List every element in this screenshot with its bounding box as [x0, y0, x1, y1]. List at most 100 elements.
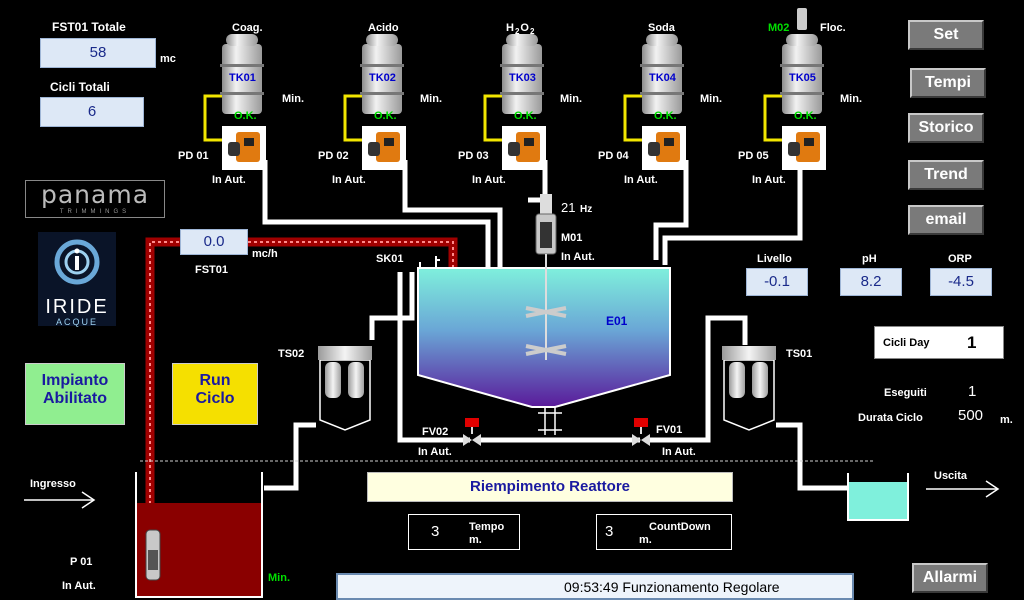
cycle-duration-value: 500	[958, 407, 984, 424]
tank4-id[interactable]: TK04	[649, 72, 676, 84]
pump3-label[interactable]: PD 03	[458, 150, 489, 162]
valve-fv01-label[interactable]: FV01	[656, 424, 683, 436]
sensor-level-label: Livello	[757, 253, 792, 265]
reactor-support	[538, 407, 562, 435]
mixer-freq-unit: Hz	[580, 204, 593, 215]
pump3-mode: In Aut.	[472, 174, 506, 186]
pump1-mode: In Aut.	[212, 174, 246, 186]
pump2-label[interactable]: PD 02	[318, 150, 349, 162]
cycles-total-value: 6	[40, 97, 144, 127]
countdown-label: CountDown	[649, 521, 711, 533]
reactor-id[interactable]: E01	[606, 314, 628, 328]
tank1-ok: O.K.	[234, 110, 257, 122]
fst01-total-unit: mc	[160, 53, 176, 65]
cycles-day-label: Cicli Day	[883, 337, 930, 349]
uscita-label: Uscita	[934, 470, 968, 482]
sensor-orp-label: ORP	[948, 253, 972, 265]
iride-logo: IRIDE ACQUE	[38, 232, 116, 327]
pump-p01-mode: In Aut.	[62, 580, 96, 592]
tank5-id[interactable]: TK05	[789, 72, 816, 84]
pump1-label[interactable]: PD 01	[178, 150, 209, 162]
tank5-ok: O.K.	[794, 110, 817, 122]
filter-ts01	[722, 346, 776, 431]
tank2-ok: O.K.	[374, 110, 397, 122]
dosing-pumps	[222, 126, 826, 170]
impianto-line1: Impianto	[41, 372, 109, 389]
skimmer-label: SK01	[376, 253, 404, 265]
tank2-id[interactable]: TK02	[369, 72, 396, 84]
ingresso-arrow	[24, 491, 96, 509]
valve-fv01-mode: In Aut.	[662, 446, 696, 458]
mixer-freq: 21	[561, 200, 576, 215]
countdown-value: 3	[605, 523, 614, 540]
run-ciclo-button[interactable]: Run Ciclo	[172, 363, 258, 425]
tank-level-lines	[203, 94, 782, 142]
cycles-day-value: 1	[967, 333, 977, 352]
pump5-label[interactable]: PD 05	[738, 150, 769, 162]
mixer-id[interactable]: M01	[561, 232, 583, 244]
fst01-total-value: 58	[40, 38, 156, 68]
impianto-abilitato-button[interactable]: Impianto Abilitato	[25, 363, 125, 425]
tempo-value: 3	[431, 523, 440, 540]
reactor-vessel	[417, 267, 671, 408]
valve-fv01	[632, 418, 650, 446]
mixer-m01	[525, 194, 567, 360]
impianto-line2: Abilitato	[43, 390, 107, 407]
cycles-day-panel: Cicli Day 1	[874, 326, 1004, 359]
tempi-button[interactable]: Tempi	[910, 68, 986, 98]
flow-unit: mc/h	[252, 248, 278, 260]
pump5-mode: In Aut.	[752, 174, 786, 186]
uscita-arrow	[926, 480, 1000, 498]
run-line1: Run	[199, 372, 231, 389]
mixer-mode: In Aut.	[561, 251, 595, 263]
sensor-ph-value: 8.2	[840, 268, 902, 296]
sensor-ph-label: pH	[862, 253, 877, 265]
panama-logo-sub: TRIMMINGS	[59, 209, 131, 215]
panama-logo-text: panama	[40, 180, 150, 209]
email-button[interactable]: email	[908, 205, 984, 235]
tank3-name: H2O2	[506, 22, 536, 37]
status-bar: 09:53:49 Funzionamento Regolare	[336, 573, 854, 600]
set-button[interactable]: Set	[908, 20, 984, 50]
cycles-total-label: Cicli Totali	[50, 80, 110, 94]
m02-label: M02	[768, 22, 790, 34]
filter-ts01-label[interactable]: TS01	[786, 348, 813, 360]
pump-p01-label[interactable]: P 01	[70, 556, 93, 568]
tank1-level: Min.	[282, 93, 304, 105]
fst01-total-label: FST01 Totale	[52, 20, 126, 34]
iride-logo-sub: ACQUE	[55, 317, 98, 327]
allarmi-button[interactable]: Allarmi	[912, 563, 988, 593]
cycle-duration-label: Durata Ciclo	[858, 412, 923, 424]
tank3-ok: O.K.	[514, 110, 537, 122]
tempo-unit: m.	[469, 534, 482, 546]
sensor-orp-value: -4.5	[930, 268, 992, 296]
cycle-done-value: 1	[968, 383, 977, 400]
pump4-label[interactable]: PD 04	[598, 150, 629, 162]
tank3-level: Min.	[560, 93, 582, 105]
flow-value: 0.0	[180, 229, 248, 255]
iride-logo-icon	[54, 239, 100, 285]
valve-fv02	[463, 418, 481, 446]
tank4-ok: O.K.	[654, 110, 677, 122]
storico-button[interactable]: Storico	[908, 113, 984, 143]
inlet-pipe	[145, 237, 458, 540]
ingresso-label: Ingresso	[30, 478, 76, 490]
status-text: 09:53:49 Funzionamento Regolare	[564, 579, 780, 595]
iride-logo-text: IRIDE	[45, 296, 109, 318]
valve-fv02-label[interactable]: FV02	[422, 426, 449, 438]
tank3-id[interactable]: TK03	[509, 72, 536, 84]
flow-id: FST01	[195, 264, 229, 276]
valve-fv02-mode: In Aut.	[418, 446, 452, 458]
sump-level-label: Min.	[268, 572, 290, 584]
tank4-name: Soda	[648, 22, 675, 34]
chemical-tanks	[220, 8, 824, 114]
filter-ts02-label[interactable]: TS02	[278, 348, 305, 360]
process-pipes	[264, 272, 848, 491]
trend-button[interactable]: Trend	[908, 160, 984, 190]
sump-tank	[135, 472, 263, 598]
tank1-id[interactable]: TK01	[229, 72, 256, 84]
tempo-label: Tempo	[469, 521, 505, 533]
pump2-mode: In Aut.	[332, 174, 366, 186]
tank2-name: Acido	[368, 22, 399, 34]
